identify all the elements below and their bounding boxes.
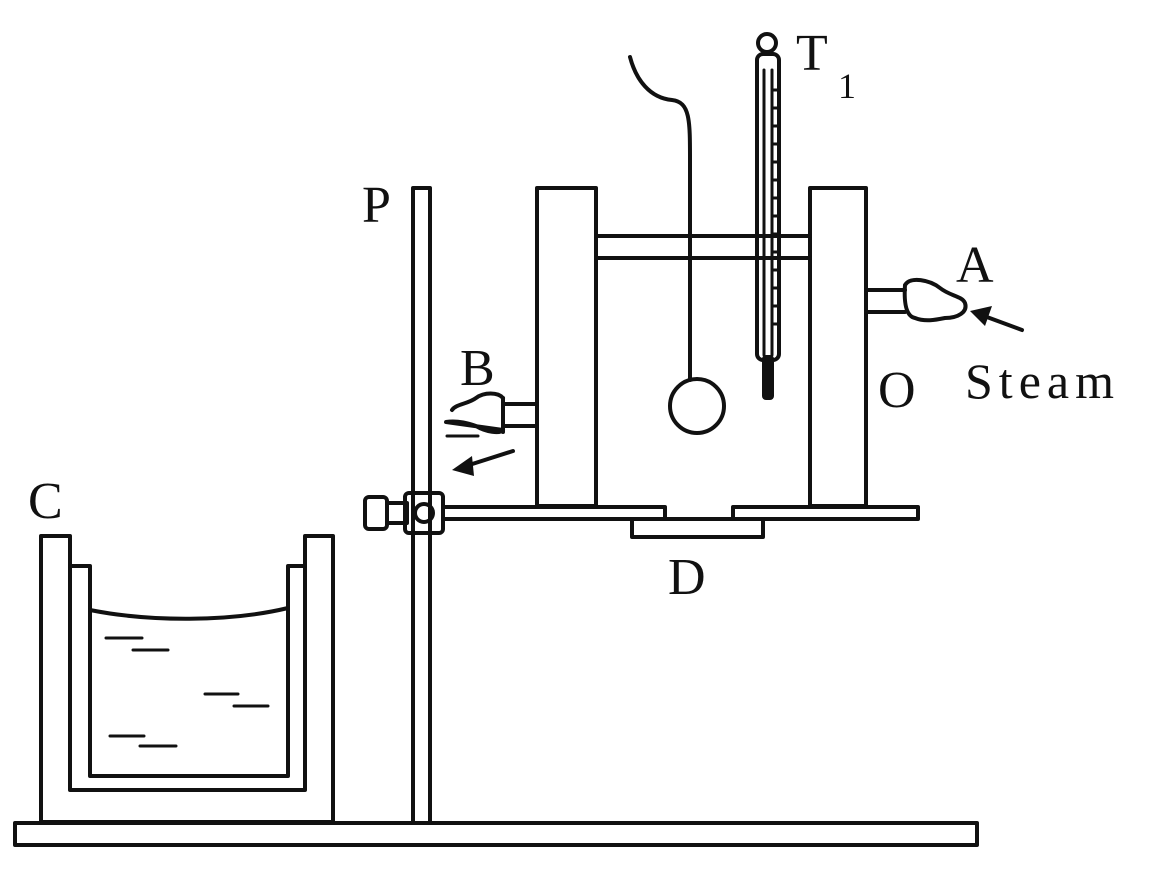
clamp-boss: [363, 491, 445, 535]
label-a: A: [956, 237, 994, 294]
thermometer: [755, 32, 781, 400]
steam-inlet-tube: [864, 277, 968, 323]
water-ripples: [104, 636, 270, 748]
base-board: [13, 821, 979, 847]
steam-outlet-arrow: [452, 449, 515, 476]
label-d: D: [668, 549, 706, 606]
steam-inlet-arrow: [970, 306, 1024, 332]
label-steam: Steam: [965, 353, 1120, 409]
label-c: C: [28, 473, 63, 530]
label-b: B: [460, 340, 495, 397]
steam-outlet-tube: [444, 391, 539, 438]
steam-jacket: [535, 186, 868, 508]
suspended-ball: [628, 55, 726, 435]
label-t-subscript: 1: [838, 66, 856, 106]
beaker-c: [39, 534, 335, 824]
label-o: O: [878, 362, 916, 419]
label-p: P: [362, 177, 391, 234]
label-t: T: [796, 25, 828, 82]
plate-d: [630, 517, 765, 539]
